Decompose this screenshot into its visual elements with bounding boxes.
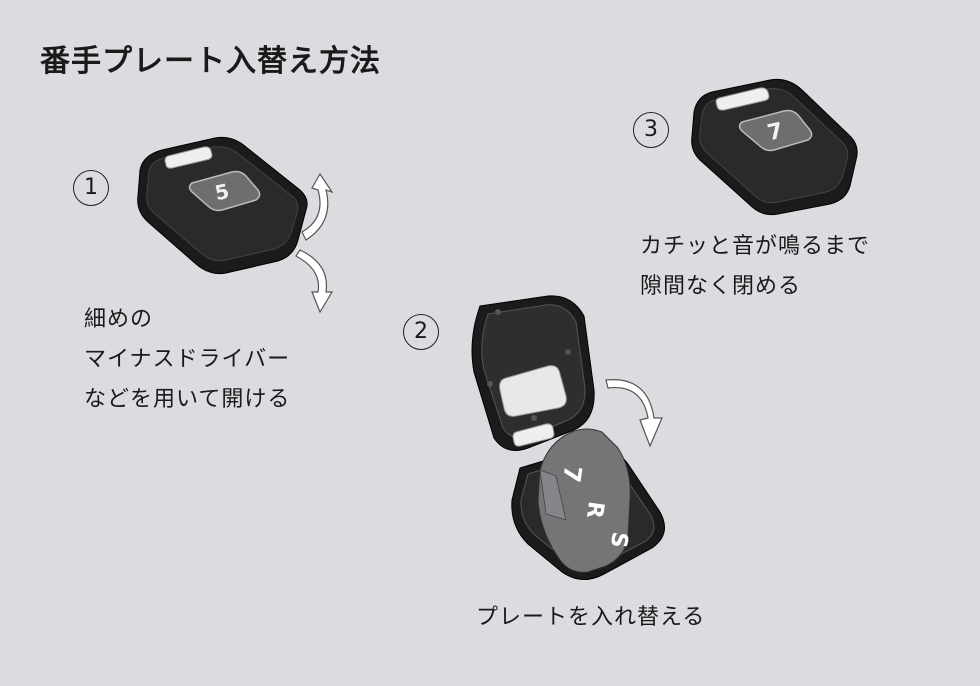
swap-arrow-icon xyxy=(605,379,663,448)
step-1-caption-line: などを用いて開ける xyxy=(84,387,291,412)
step-2-caption-line: プレートを入れ替える xyxy=(476,605,706,630)
step-1-number: 1 xyxy=(73,170,109,206)
step-3-number: 3 xyxy=(633,112,669,148)
step-3-caption-line: カチッと音が鳴るまで xyxy=(640,234,871,259)
flap-letter: 7 xyxy=(557,464,587,484)
step-2-caption: プレートを入れ替える xyxy=(476,598,705,638)
step-1-caption-line: 細めの xyxy=(84,307,154,332)
device-closed-step-3 xyxy=(691,79,858,216)
device-closed-step-1 xyxy=(137,136,308,275)
step-3-caption: カチッと音が鳴るまで 隙間なく閉める xyxy=(640,227,870,307)
step-1-caption-line: マイナスドライバー xyxy=(84,347,291,372)
page-title: 番手プレート入替え方法 xyxy=(40,44,381,79)
open-arrows-icon xyxy=(295,172,334,314)
plate-number-before: 5 xyxy=(213,179,232,205)
step-1-caption: 細めの マイナスドライバー などを用いて開ける xyxy=(84,300,290,420)
device-open-step-2 xyxy=(471,295,665,580)
step-2-number: 2 xyxy=(403,314,439,350)
flap-letter: S xyxy=(605,530,632,549)
plate-number-after: 7 xyxy=(765,119,785,147)
flap-letter: R xyxy=(581,500,608,520)
step-3-caption-line: 隙間なく閉める xyxy=(640,274,802,299)
